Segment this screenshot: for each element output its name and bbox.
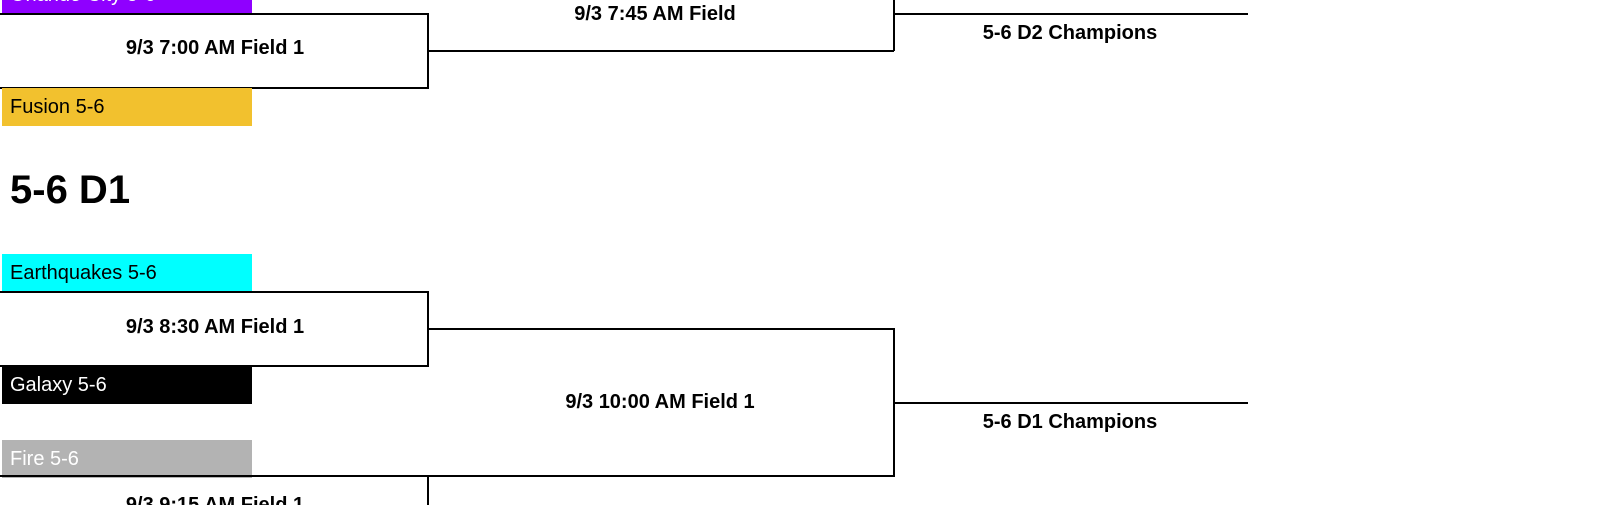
d1-final-label: 9/3 10:00 AM Field 1 (565, 391, 755, 413)
d1-game2-label: 9/3 9:15 AM Field 1 (125, 494, 305, 505)
team-orlando-city: Orlando City 5-6 (2, 0, 252, 14)
bracket-line-d2-champion (893, 13, 1248, 15)
bracket-line-d1-game2-vertical (427, 475, 429, 505)
team-fire: Fire 5-6 (2, 440, 252, 478)
bracket-line-orlando (0, 13, 429, 15)
bracket-line-d2-game1-out (427, 50, 894, 52)
bracket-line-fusion (0, 87, 429, 89)
bracket-line-d1-champion (893, 402, 1248, 404)
bracket-line-d2-final-vertical (893, 0, 895, 51)
team-galaxy: Galaxy 5-6 (2, 366, 252, 404)
bracket-line-d1-game1-out (427, 328, 895, 330)
team-earthquakes: Earthquakes 5-6 (2, 254, 252, 292)
bracket-line-fire (0, 475, 895, 477)
d1-champions-label: 5-6 D1 Champions (982, 411, 1158, 433)
team-fusion: Fusion 5-6 (2, 88, 252, 126)
d2-game1-label: 9/3 7:00 AM Field 1 (125, 37, 305, 59)
d1-game1-label: 9/3 8:30 AM Field 1 (125, 316, 305, 338)
d2-champions-label: 5-6 D2 Champions (982, 22, 1158, 44)
d2-final-label: 9/3 7:45 AM Field (574, 3, 736, 25)
bracket-line-earthquakes (0, 291, 429, 293)
bracket-line-galaxy (0, 365, 429, 367)
section-title-d1: 5-6 D1 (10, 168, 131, 212)
